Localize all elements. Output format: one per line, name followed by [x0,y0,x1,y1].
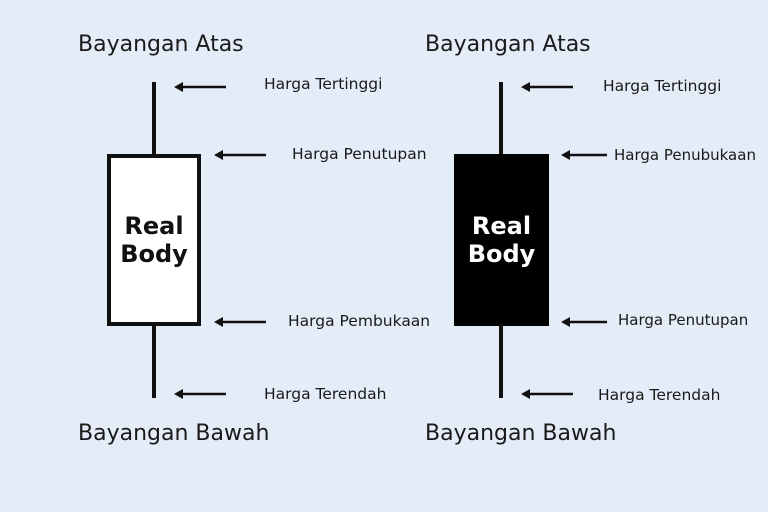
label-high: Harga Tertinggi [264,75,383,93]
upper-wick [499,82,503,156]
label-body-bottom: Harga Pembukaan [288,312,431,330]
arrow-left-icon [214,316,266,328]
label-body-bottom: Harga Penutupan [618,311,749,329]
arrow-left-icon [521,388,573,400]
label-body-top: Harga Penubukaan [614,146,756,164]
label-high: Harga Tertinggi [603,77,722,95]
arrow-left-icon [214,149,266,161]
upper-shadow-heading: Bayangan Atas [78,32,244,57]
label-low: Harga Terendah [598,386,721,404]
upper-wick [152,82,156,156]
lower-wick [499,324,503,398]
arrow-left-icon [174,81,226,93]
arrow-left-icon [561,316,607,328]
arrow-left-icon [521,81,573,93]
label-body-top: Harga Penutupan [292,145,427,163]
lower-wick [152,324,156,398]
arrow-left-icon [561,149,607,161]
lower-shadow-heading: Bayangan Bawah [78,421,270,446]
upper-shadow-heading: Bayangan Atas [425,32,591,57]
label-low: Harga Terendah [264,385,387,403]
arrow-left-icon [174,388,226,400]
lower-shadow-heading: Bayangan Bawah [425,421,617,446]
